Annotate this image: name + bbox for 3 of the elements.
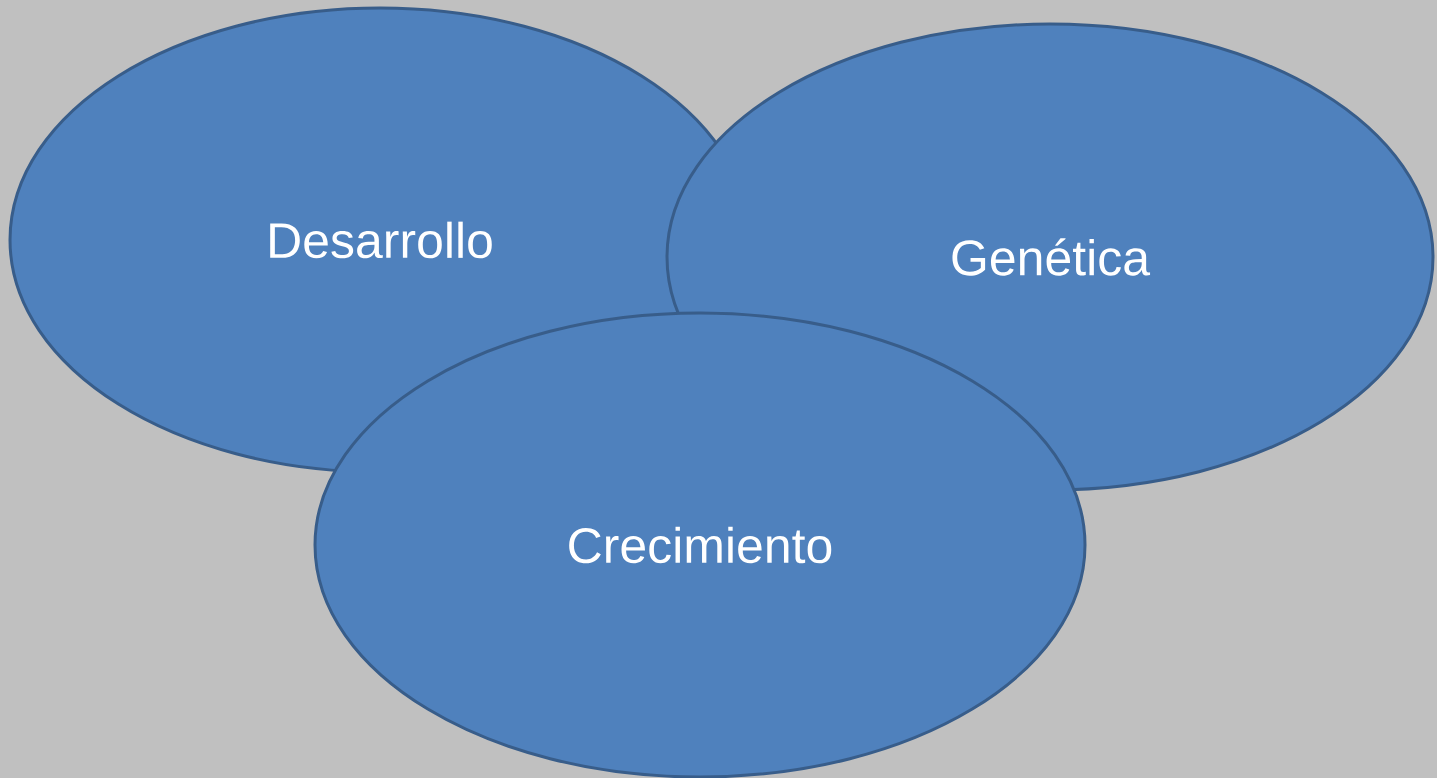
- node-label: Genética: [952, 238, 1151, 276]
- ellipse-node: Crecimiento: [313, 311, 1087, 778]
- node-label: Crecimiento: [569, 526, 832, 564]
